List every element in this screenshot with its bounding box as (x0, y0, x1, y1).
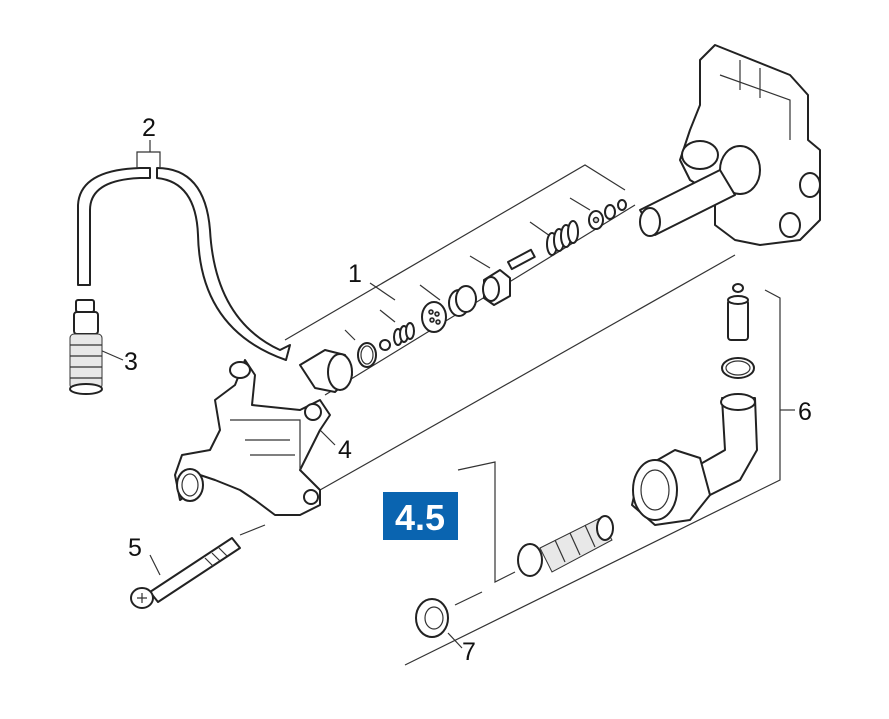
hose-part (77, 140, 291, 361)
inlet-assembly-part (517, 283, 758, 577)
callout-7: 7 (462, 638, 476, 666)
section-badge: 4.5 (383, 492, 458, 540)
leader-lines (99, 164, 795, 666)
screw-part (130, 537, 241, 609)
badge-background (383, 492, 458, 540)
callout-6: 6 (798, 398, 812, 426)
filter-nozzle-part (69, 299, 103, 395)
valve-set-part (299, 199, 627, 393)
bracket-part (174, 359, 331, 516)
washer-part (415, 598, 449, 638)
callout-2: 2 (142, 114, 156, 142)
callout-labels: 1 2 3 4 5 6 7 (124, 114, 812, 666)
callout-5: 5 (128, 534, 142, 562)
callout-1: 1 (348, 260, 362, 288)
callout-4: 4 (338, 436, 352, 464)
pump-housing-part (639, 44, 821, 246)
callout-3: 3 (124, 348, 138, 376)
badge-label: 4.5 (395, 497, 445, 538)
